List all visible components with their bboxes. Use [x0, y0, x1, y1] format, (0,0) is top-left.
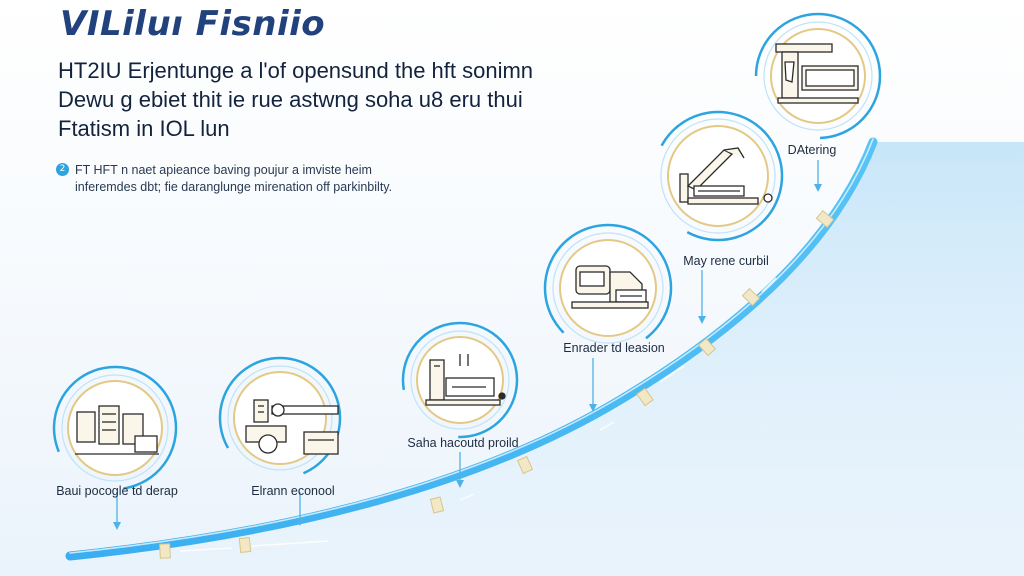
step-5-label: May rene curbil — [683, 254, 769, 268]
step-4-node — [543, 223, 673, 353]
connector-arrow — [814, 160, 822, 192]
ribbon-marker — [636, 387, 654, 407]
note-line-2: inferemdes dbt; fie daranglunge mirenati… — [75, 180, 393, 194]
step-2-label: Elrann econool — [251, 484, 335, 498]
workstation-icon — [245, 399, 339, 455]
connector-arrow — [589, 358, 597, 412]
ribbon-marker — [815, 209, 835, 229]
connector-arrow — [296, 492, 304, 526]
intro-note: 2 FT HFT n naet apieance baving poujur a… — [56, 162, 476, 196]
ribbon-tick-text — [179, 277, 777, 552]
ribbon-marker — [238, 536, 252, 554]
ribbon-area-fill — [70, 142, 1024, 576]
step-6-label: DAtering — [787, 143, 837, 157]
ribbon-marker — [516, 455, 534, 475]
subtitle-line-2: Dewu g ebiet thit ie rue astwng soha u8 … — [58, 87, 523, 112]
ribbon-marker — [697, 337, 717, 357]
growth-ribbon-highlight — [69, 138, 874, 554]
terminal-icon — [425, 354, 506, 406]
robotic-arm-icon — [679, 147, 773, 205]
step-3-node — [401, 321, 519, 439]
step-connectors — [113, 160, 822, 530]
note-number-badge: 2 — [56, 163, 69, 176]
page-title: VILiluı Fisniio — [60, 4, 326, 44]
cabinet-icon — [75, 405, 159, 455]
step-4-label: Enrader td leasion — [563, 341, 665, 355]
step-3-label: Saha hacoutd proild — [407, 436, 519, 450]
connector-arrow — [698, 270, 706, 324]
ribbon-marker — [741, 287, 761, 307]
growth-ribbon — [65, 137, 878, 561]
ribbon-marker — [159, 543, 171, 559]
ribbon-marker — [429, 496, 445, 514]
note-text: FT HFT n naet apieance baving poujur a i… — [75, 162, 392, 196]
subtitle-line-3: Ftatism in IOL lun — [58, 116, 230, 141]
page-subtitle: HT2IU Erjentunge a l'of opensund the hft… — [58, 56, 578, 143]
note-line-1: FT HFT n naet apieance baving poujur a i… — [75, 163, 372, 177]
ribbon-markers — [159, 209, 835, 559]
step-1-label: Baui pocogle td derap — [56, 484, 178, 498]
connector-arrow — [456, 452, 464, 488]
step-6-node — [754, 12, 882, 140]
server-icon — [571, 265, 649, 309]
monitor-icon — [775, 43, 859, 104]
subtitle-line-1: HT2IU Erjentunge a l'of opensund the hft… — [58, 58, 534, 83]
step-2-node — [218, 356, 342, 480]
step-1-node — [52, 365, 178, 491]
step-5-node — [652, 110, 784, 242]
connector-arrow — [113, 492, 121, 530]
